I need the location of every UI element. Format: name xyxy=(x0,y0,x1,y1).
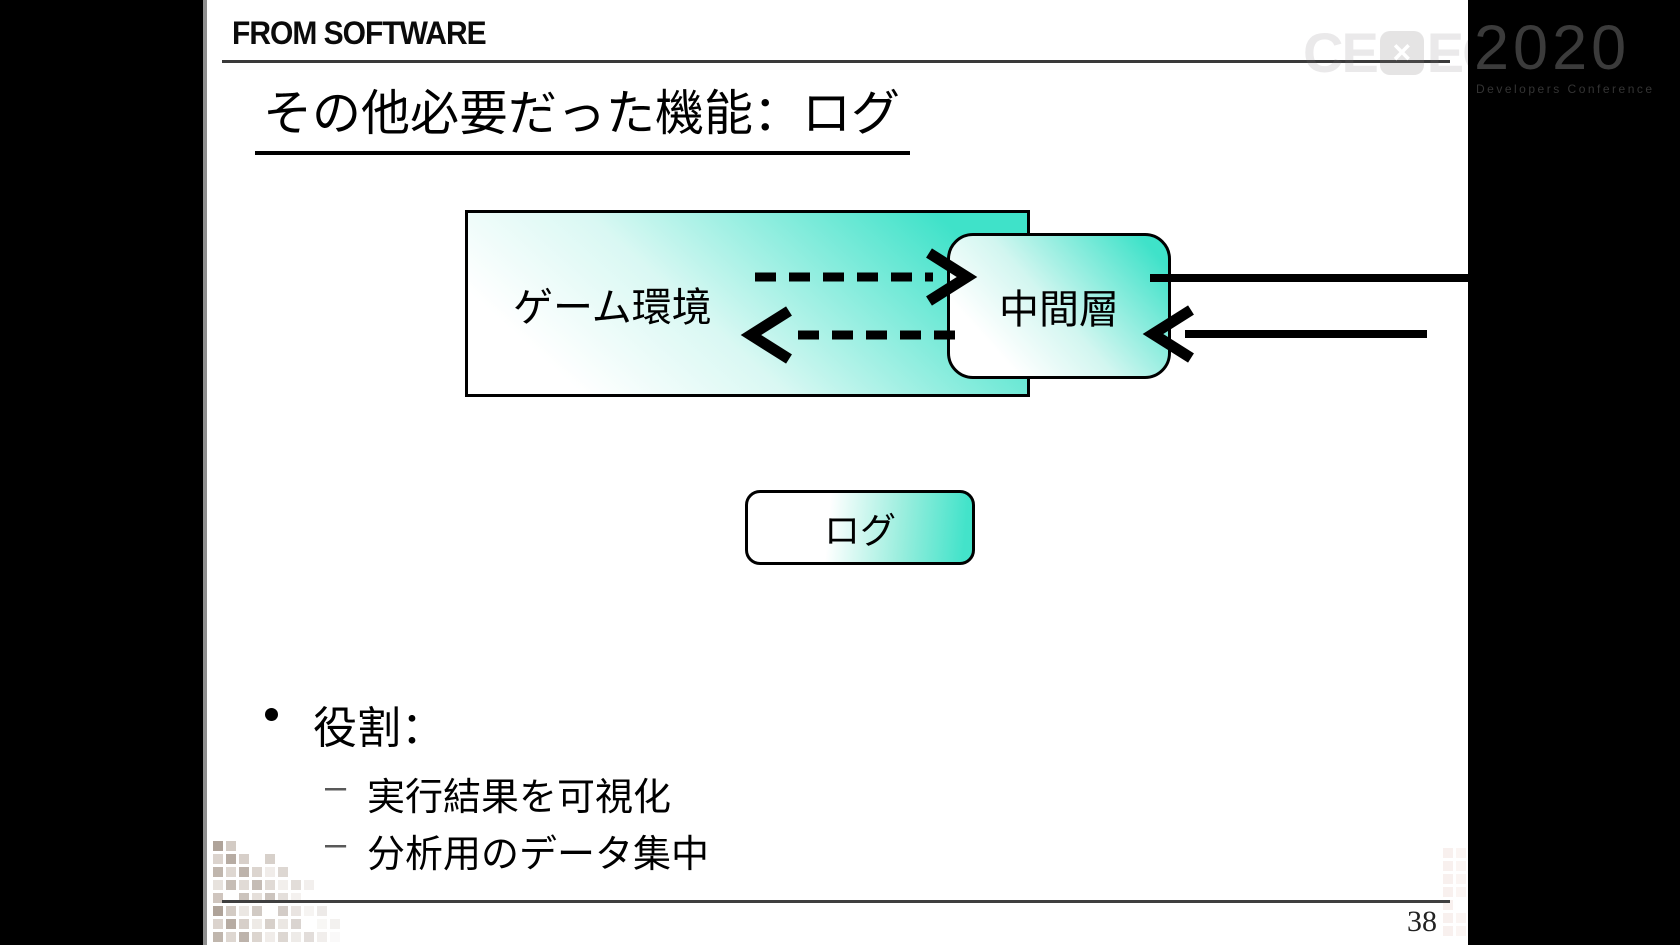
arrow-solid-left xyxy=(1142,305,1427,363)
pixel-square xyxy=(1456,848,1466,858)
cedec-cross-icon: × xyxy=(1379,30,1424,75)
sub-bullet-2-marker: – xyxy=(325,823,347,865)
cedec-year-logo: 2020 xyxy=(1474,13,1631,83)
pixel-square xyxy=(265,880,275,890)
slide-title: その他必要だった機能：ログ xyxy=(255,74,911,155)
slide: FROM SOFTWARE CE × EC その他必要だった機能：ログ ゲーム環… xyxy=(207,0,1468,945)
middle-layer-label: 中間層 xyxy=(999,288,1119,332)
pixel-square xyxy=(1443,900,1453,910)
pixel-square xyxy=(291,893,301,903)
pixel-square xyxy=(226,841,236,851)
pixel-square xyxy=(304,906,314,916)
cedec-watermark-logo: CE × EC xyxy=(1303,20,1468,85)
pixel-square xyxy=(278,867,288,877)
pixel-square xyxy=(239,880,249,890)
pixel-square xyxy=(265,854,275,864)
pixel-square xyxy=(265,893,275,903)
pixel-square xyxy=(278,906,288,916)
cedec-watermark-left: CE xyxy=(1303,21,1379,84)
pixel-square xyxy=(265,932,275,942)
pixel-square xyxy=(226,880,236,890)
bullet-marker xyxy=(265,708,278,721)
pixel-square xyxy=(1456,887,1466,897)
pixel-square xyxy=(239,867,249,877)
pixel-square xyxy=(213,893,223,903)
pixel-square xyxy=(239,854,249,864)
sub-bullet-1-text: 実行結果を可視化 xyxy=(367,777,672,819)
sub-bullet-2-text: 分析用のデータ集中 xyxy=(367,834,710,876)
page-number: 38 xyxy=(1407,905,1437,938)
cedec-subtitle: Developers Conference xyxy=(1476,82,1655,96)
pixel-square xyxy=(239,932,249,942)
pixel-square xyxy=(317,932,327,942)
pixel-square xyxy=(291,880,301,890)
pixel-square xyxy=(278,919,288,929)
pixel-square xyxy=(226,867,236,877)
pixel-square xyxy=(330,932,340,942)
pixel-square xyxy=(1443,874,1453,884)
pixel-square xyxy=(304,932,314,942)
footer-divider xyxy=(222,900,1450,903)
pixel-square xyxy=(226,932,236,942)
pixel-square xyxy=(278,880,288,890)
game-environment-box: ゲーム環境 xyxy=(465,210,1030,397)
pixel-square xyxy=(239,893,249,903)
pixel-square xyxy=(213,867,223,877)
pixel-square xyxy=(213,906,223,916)
log-box: ログ xyxy=(745,490,975,565)
letterbox-left xyxy=(0,0,207,945)
pixel-square xyxy=(304,880,314,890)
pixel-square xyxy=(252,919,262,929)
pixel-square xyxy=(291,906,301,916)
pixel-square xyxy=(213,932,223,942)
pixel-square xyxy=(252,932,262,942)
sub-bullet-1: – 実行結果を可視化 xyxy=(325,766,671,821)
pixel-square xyxy=(1456,861,1466,871)
game-environment-label: ゲーム環境 xyxy=(513,285,712,330)
pixel-square xyxy=(239,906,249,916)
pixel-square xyxy=(265,867,275,877)
pixel-square xyxy=(213,880,223,890)
from-software-logo: FROM SOFTWARE xyxy=(232,16,487,52)
pixel-square xyxy=(1456,913,1466,923)
pixel-square xyxy=(226,906,236,916)
arrow-solid-right xyxy=(1150,274,1468,282)
pixel-square xyxy=(1443,848,1453,858)
middle-layer-box: 中間層 xyxy=(947,233,1171,379)
pixel-square xyxy=(265,919,275,929)
pixel-square xyxy=(317,906,327,916)
pixel-square xyxy=(213,919,223,929)
pixel-square xyxy=(1443,861,1453,871)
cedec-watermark-right: EC xyxy=(1426,21,1468,84)
pixel-square xyxy=(291,919,301,929)
pixel-square xyxy=(1443,887,1453,897)
pixel-square xyxy=(1456,874,1466,884)
sub-bullet-1-marker: – xyxy=(325,766,347,808)
pixel-square xyxy=(252,893,262,903)
pixel-square xyxy=(226,854,236,864)
pixel-square xyxy=(213,854,223,864)
pixel-square xyxy=(278,893,288,903)
pixel-square xyxy=(330,919,340,929)
log-label: ログ xyxy=(823,509,896,551)
letterbox-right: 2020 Developers Conference xyxy=(1468,0,1680,945)
pixel-square xyxy=(252,880,262,890)
bullet-heading: 役割： xyxy=(313,704,445,753)
header-divider xyxy=(222,60,1450,63)
pixel-square xyxy=(252,867,262,877)
pixel-square xyxy=(213,841,223,851)
pixel-square xyxy=(278,932,288,942)
pixel-square xyxy=(239,919,249,929)
sub-bullet-2: – 分析用のデータ集中 xyxy=(325,823,709,878)
pixel-square xyxy=(1443,926,1453,936)
pixel-square xyxy=(226,919,236,929)
pixel-square xyxy=(291,932,301,942)
pixel-square xyxy=(1443,913,1453,923)
pixel-square xyxy=(317,919,327,929)
pixel-square xyxy=(1456,926,1466,936)
pixel-square xyxy=(252,906,262,916)
